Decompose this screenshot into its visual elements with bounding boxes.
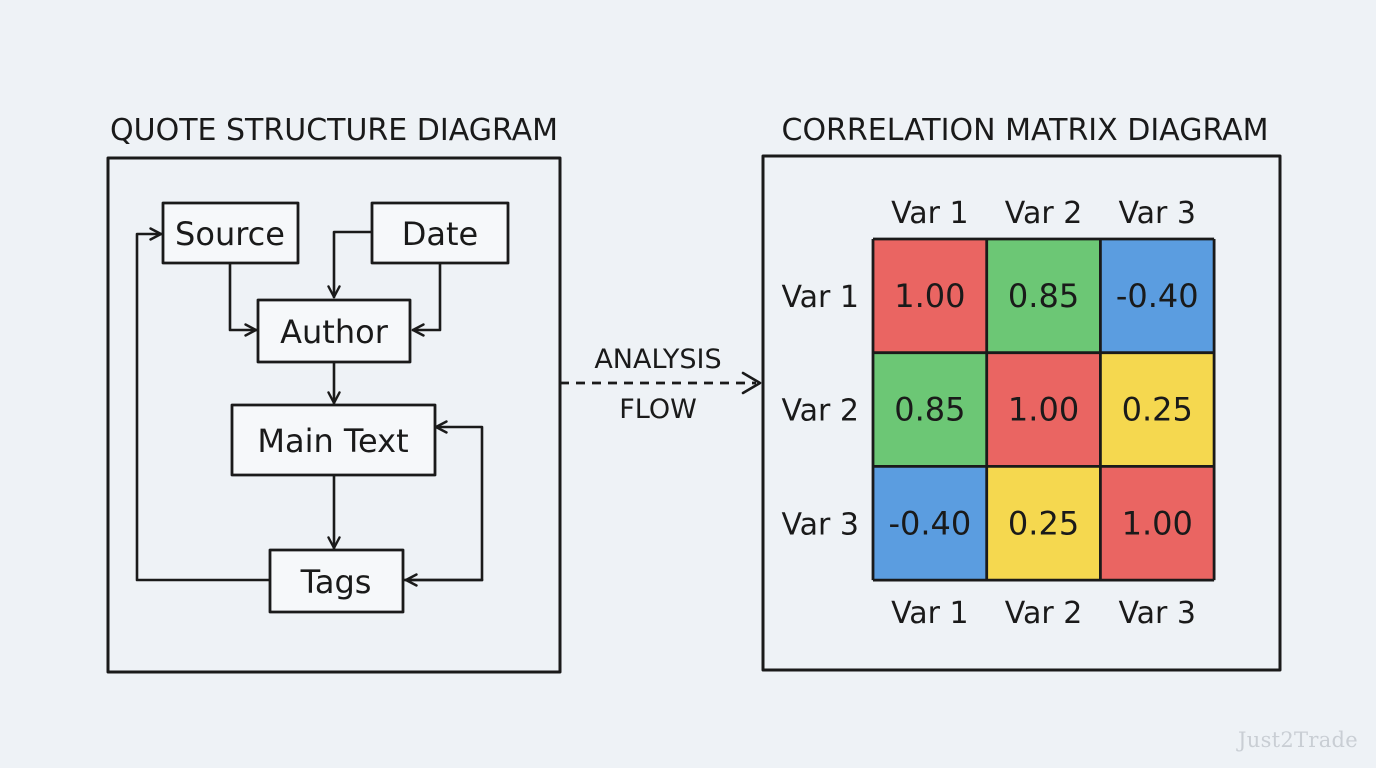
node-source-box (161, 201, 300, 265)
node-source-label: Source (175, 215, 285, 253)
correlation-frame (761, 154, 1282, 672)
row-labels: Var 1 Var 2 Var 3 (781, 280, 859, 542)
node-source: Source (161, 201, 300, 265)
flow-label-line2: FLOW (619, 394, 697, 425)
matrix-cell-value: 1.00 (1122, 504, 1193, 542)
node-tags-label: Tags (300, 563, 372, 601)
matrix-cell (986, 352, 1101, 467)
node-date: Date (370, 201, 510, 265)
column-label-bottom: Var 1 (891, 596, 969, 631)
matrix-cell (1100, 466, 1215, 581)
column-label-bottom: Var 2 (1005, 596, 1083, 631)
matrix-cell-value: 0.85 (894, 391, 965, 429)
matrix-cells: 1.00 0.85 -0.40 0.85 1.00 0.25 -0.40 0.25 1.00 (873, 239, 1215, 581)
edge-date-author-top (327, 230, 374, 299)
left-panel-title: QUOTE STRUCTURE DIAGRAM (110, 113, 558, 148)
node-tags-box (268, 548, 405, 614)
quote-structure-frame (106, 156, 562, 674)
node-author: Author (256, 298, 412, 364)
column-labels-top: Var 1 Var 2 Var 3 (891, 196, 1196, 231)
matrix-cell (1100, 239, 1215, 353)
column-label-top: Var 2 (1005, 196, 1083, 231)
matrix-cell-value: 0.85 (1008, 277, 1079, 315)
column-label-bottom: Var 3 (1118, 596, 1196, 631)
node-author-box (256, 298, 412, 364)
node-author-label: Author (280, 313, 389, 351)
node-main-text-box (230, 403, 437, 477)
matrix-cell-value: 0.25 (1122, 391, 1193, 429)
row-label: Var 3 (781, 507, 859, 542)
node-date-box (370, 201, 510, 265)
watermark: Just2Trade (1238, 728, 1358, 752)
edge-date-author-right (411, 261, 442, 337)
row-label: Var 1 (781, 280, 859, 315)
column-label-top: Var 3 (1118, 196, 1196, 231)
matrix-cell-value: -0.40 (888, 504, 971, 542)
matrix-cell (986, 466, 1101, 581)
node-tags: Tags (268, 548, 405, 614)
column-label-top: Var 1 (891, 196, 969, 231)
matrix-cell-value: 1.00 (1008, 391, 1079, 429)
matrix-cell-value: 1.00 (894, 277, 965, 315)
edge-tags-source (135, 227, 272, 582)
row-label: Var 2 (781, 394, 859, 429)
matrix-grid (871, 237, 1216, 582)
matrix-cell (873, 239, 987, 353)
column-labels-bottom: Var 1 Var 2 Var 3 (891, 596, 1196, 631)
edge-source-author (228, 261, 258, 337)
matrix-cell (873, 352, 987, 467)
matrix-cell (986, 239, 1101, 353)
node-main-text: Main Text (230, 403, 437, 477)
matrix-cell (1100, 352, 1215, 467)
matrix-cell-value: 0.25 (1008, 504, 1079, 542)
flow-label-line1: ANALYSIS (594, 344, 721, 375)
right-panel-title: CORRELATION MATRIX DIAGRAM (782, 113, 1269, 148)
matrix-cell (873, 466, 987, 581)
quote-edges (135, 227, 484, 587)
matrix-cell-value: -0.40 (1116, 277, 1199, 315)
node-main-text-label: Main Text (257, 422, 408, 460)
node-date-label: Date (402, 215, 478, 253)
analysis-flow-arrowhead (741, 371, 762, 395)
